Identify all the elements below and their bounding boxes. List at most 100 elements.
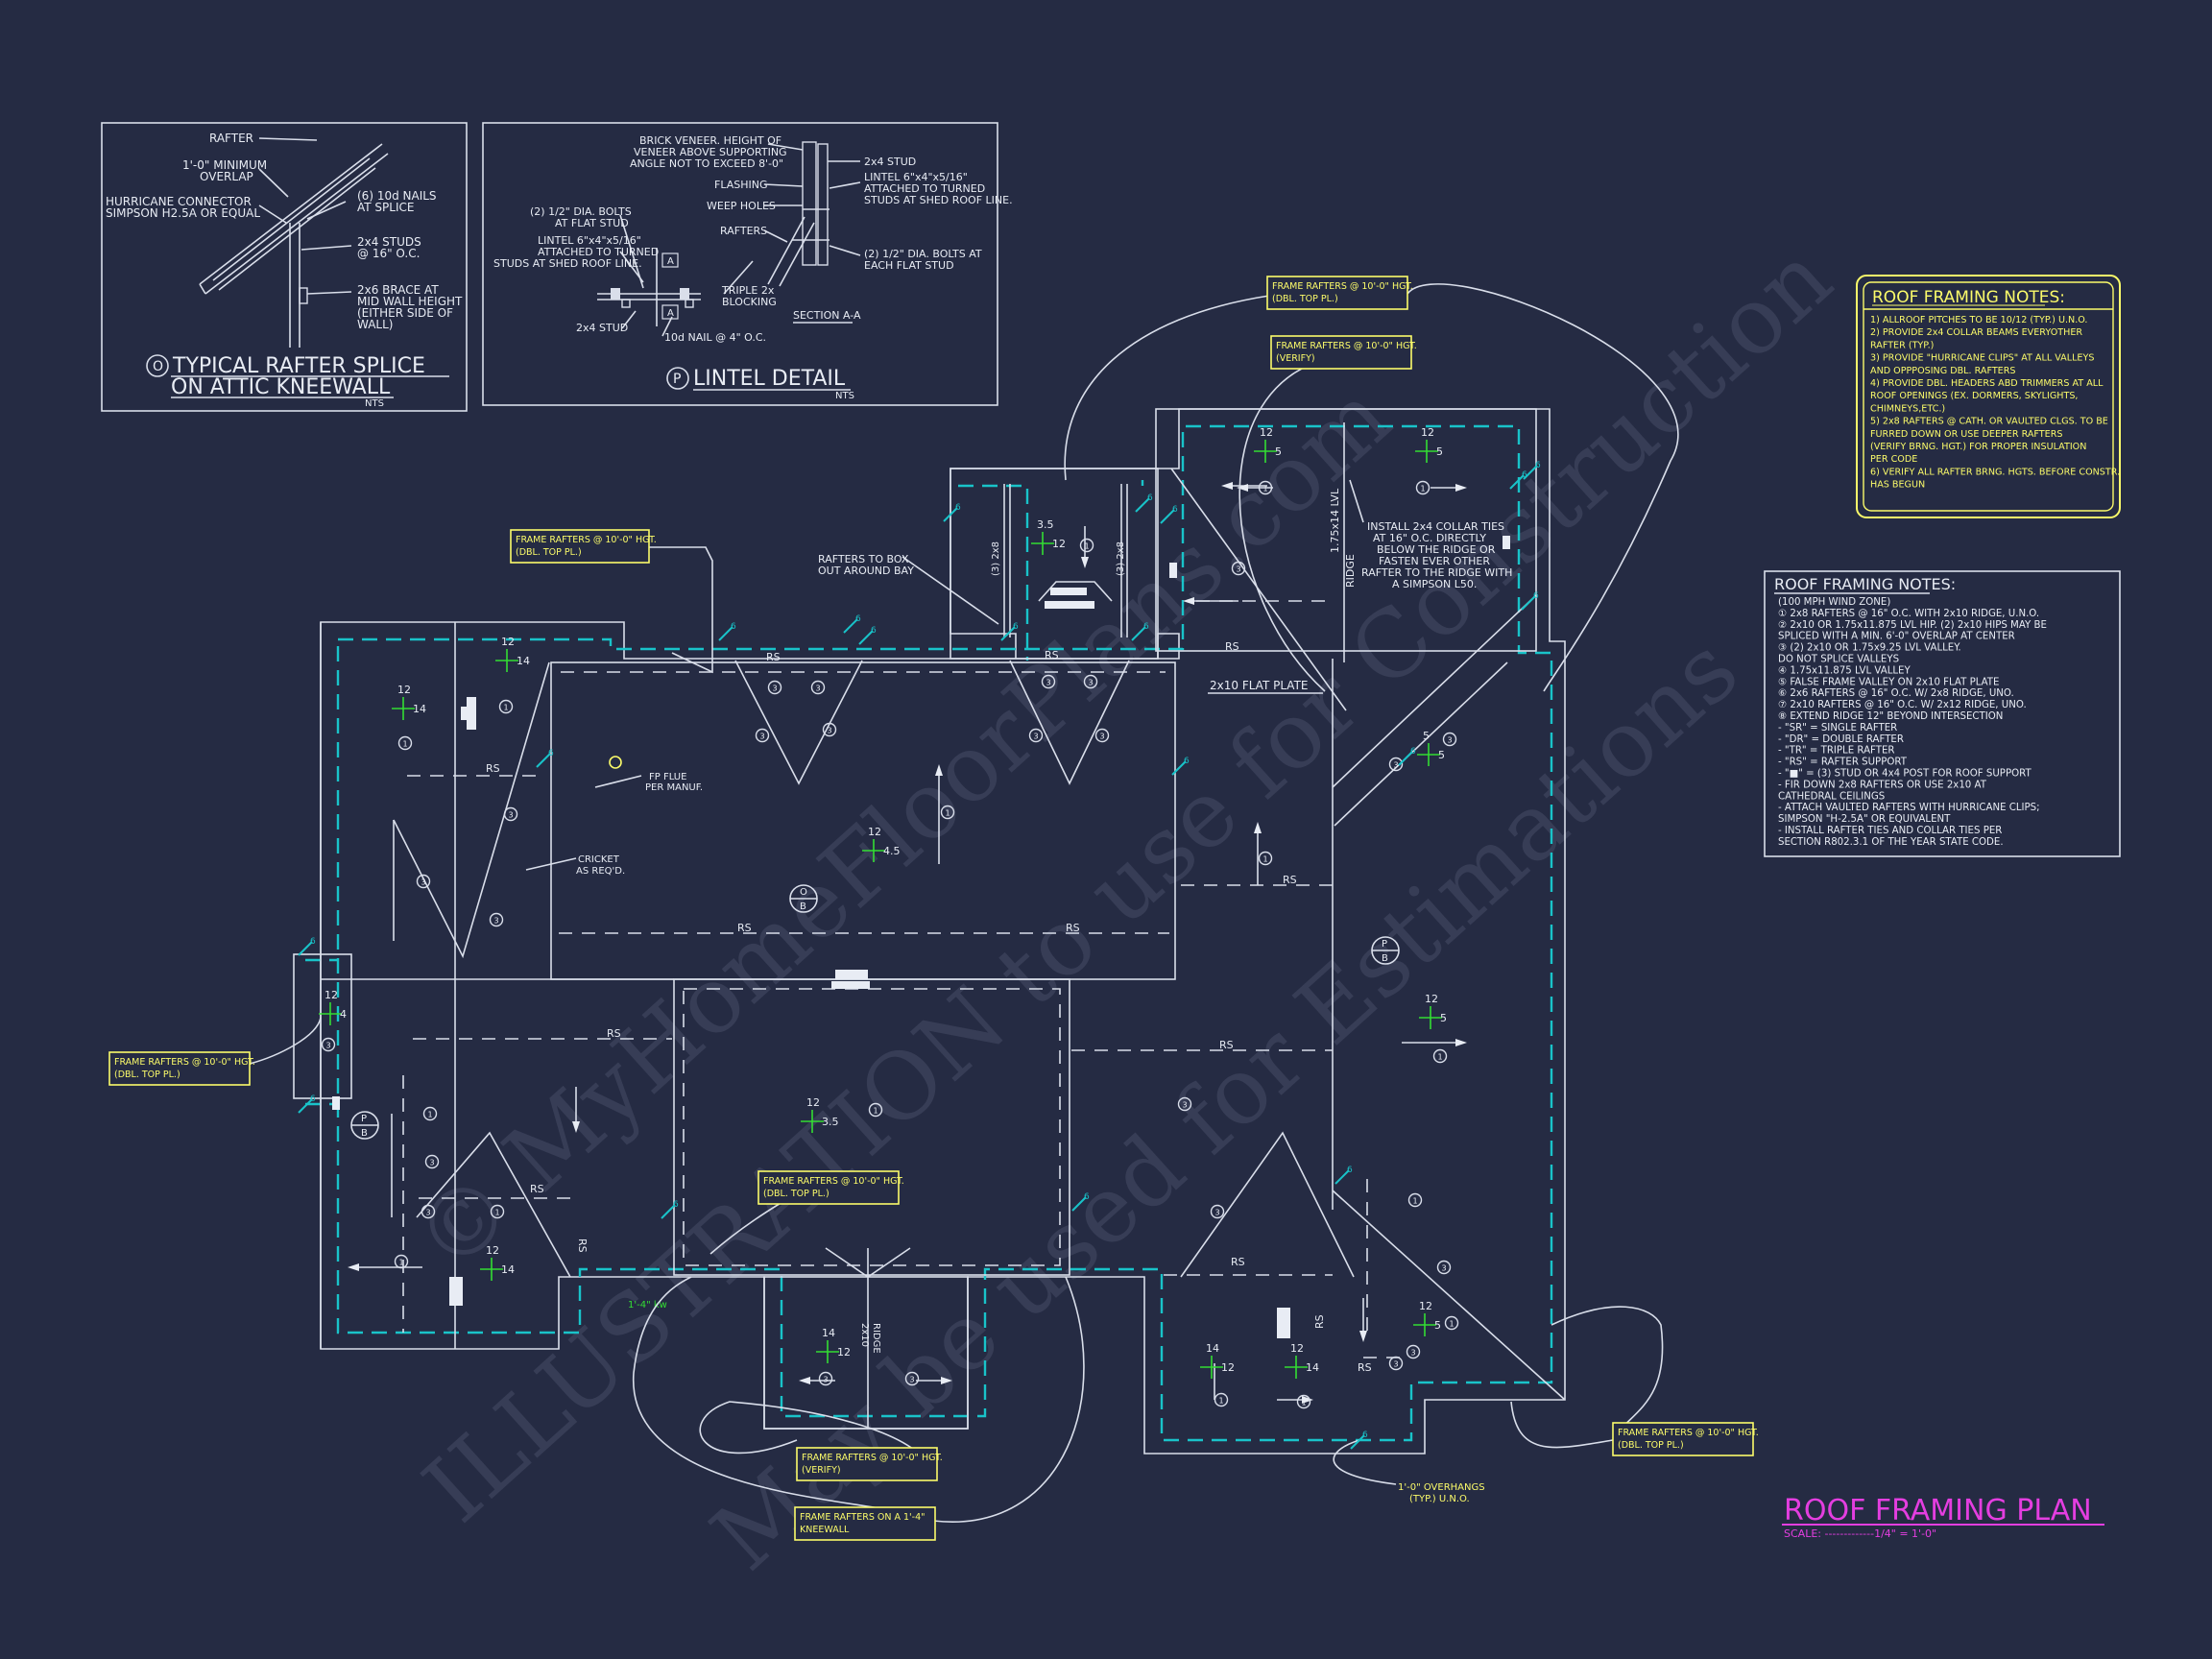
- rs-label: RS: [1066, 922, 1080, 934]
- callout-box: [796, 1447, 938, 1481]
- rs-label: RS: [766, 651, 781, 663]
- plan-mark-circle: [1214, 1392, 1229, 1407]
- rs-label: RS: [1225, 640, 1239, 653]
- splice-brace-label-3: (EITHER SIDE OF: [357, 306, 453, 320]
- plan-mark-number: 3: [1411, 1349, 1416, 1358]
- white-note-line: CATHEDRAL CEILINGS: [1778, 791, 1885, 802]
- yellow-note-line: CHIMNEYS,ETC.): [1870, 403, 1945, 414]
- lintel-flashing-label: FLASHING: [714, 179, 767, 191]
- pitch-rise: 3.5: [1037, 518, 1054, 531]
- bay-3x8-label: (3) 2x8: [991, 541, 1001, 576]
- plan-mark-circle: [1094, 728, 1110, 743]
- pitch-run: 4: [340, 1008, 347, 1021]
- lintel-rlintel-label-2: ATTACHED TO TURNED: [864, 182, 985, 195]
- plan-mark-circle: [822, 722, 837, 737]
- plan-mark-number: 1: [1263, 485, 1268, 493]
- clip-mark-number: 6: [1522, 470, 1527, 480]
- clip-mark-number: 6: [1184, 757, 1190, 766]
- rafter-direction-arrows: [348, 482, 1467, 1404]
- lintel-blocking-label-2: BLOCKING: [722, 296, 777, 308]
- rs-label: RS: [607, 1027, 621, 1040]
- plan-mark-circle: [1210, 1204, 1225, 1219]
- white-note-line: - FIR DOWN 2x8 RAFTERS OR USE 2x10 AT: [1778, 780, 1987, 790]
- plan-mark-number: 3: [1442, 1264, 1447, 1273]
- pitch-run: 12: [1052, 538, 1066, 550]
- callout-line: (VERIFY): [802, 1465, 841, 1476]
- plan-mark-number: 3: [816, 685, 821, 693]
- clip-mark-number: 6: [1172, 505, 1178, 515]
- pitch-rise: 12: [1260, 426, 1273, 439]
- plan-mark-number: 1: [946, 809, 950, 818]
- white-note-line: ⑧ EXTEND RIDGE 12" BEYOND INTERSECTION: [1778, 711, 2003, 722]
- flat-plate-label: 2x10 FLAT PLATE: [1210, 679, 1309, 692]
- white-note-line: ② 2x10 OR 1.75x11.875 LVL HIP. (2) 2x10 …: [1778, 620, 2047, 631]
- plan-mark-number: 3: [1089, 679, 1094, 687]
- collar-ties-label-6: A SIMPSON L50.: [1392, 578, 1477, 590]
- pitch-run: 14: [501, 1263, 515, 1276]
- callout-line: (DBL. TOP PL.): [1272, 294, 1338, 304]
- yellow-notes-list: 1) ALLROOF PITCHES TO BE 10/12 (TYP.) U.…: [1870, 315, 2120, 491]
- clip-mark-number: 6: [310, 1094, 316, 1104]
- plan-mark-circle: [489, 912, 504, 927]
- plan-mark-number: 1: [495, 1209, 500, 1217]
- plan-mark-circle: [421, 1204, 436, 1219]
- clip-mark-number: 6: [1535, 461, 1541, 470]
- plan-mark-circle: [1258, 851, 1273, 866]
- cricket-label-2: AS REQ'D.: [576, 866, 625, 877]
- pitch-rise: 12: [397, 684, 411, 696]
- lintel-rlintel-label: LINTEL 6"x4"x5/16": [864, 171, 968, 183]
- collar-ties-label: INSTALL 2x4 COLLAR TIES: [1367, 520, 1504, 533]
- plan-labels: RAFTERS TO BOX OUT AROUND BAY INSTALL 2x…: [350, 479, 1512, 1504]
- lintel-bolts-label: (2) 1/2" DIA. BOLTS: [530, 205, 632, 218]
- lintel-nail-label: 10d NAIL @ 4" O.C.: [664, 331, 766, 344]
- yellow-note-line: (VERIFY BRNG. HGT.) FOR PROPER INSULATIO…: [1870, 442, 2086, 452]
- splice-overlap-label-2: OVERLAP: [200, 170, 253, 183]
- clip-mark-number: 6: [1533, 591, 1539, 601]
- plan-mark-number: 1: [1219, 1397, 1224, 1406]
- callout-line: FRAME RAFTERS @ 10'-0" HGT.: [114, 1057, 255, 1068]
- splice-studs-label: 2x4 STUDS: [357, 235, 421, 249]
- clip-mark-number: 6: [548, 749, 554, 758]
- yellow-note-line: ROOF OPENINGS (EX. DORMERS, SKYLIGHTS,: [1870, 391, 2079, 401]
- lintel-rstud-label: 2x4 STUD: [864, 156, 916, 168]
- plan-mark-circle: [1407, 1192, 1423, 1208]
- callout-box: [794, 1506, 936, 1541]
- white-note-line: DO NOT SPLICE VALLEYS: [1778, 655, 1899, 665]
- callout-line: (DBL. TOP PL.): [516, 547, 582, 558]
- plan-mark-number: 3: [1394, 1360, 1399, 1369]
- pitch-rise: 5: [1423, 730, 1430, 742]
- plan-mark-number: 3: [760, 733, 765, 741]
- splice-nails-label: (6) 10d NAILS: [357, 189, 437, 203]
- plan-mark-circle: [1444, 1315, 1459, 1331]
- lintel-tag-circle: [666, 367, 689, 390]
- plan-mark-circle: [1177, 1096, 1192, 1112]
- rs-label: RS: [1045, 649, 1059, 661]
- plan-mark-circle: [397, 735, 413, 751]
- clip-mark-number: 6: [1362, 1431, 1368, 1440]
- ridge-2x10-label: 2x10: [859, 1323, 870, 1347]
- rs-label: RS: [1358, 1361, 1372, 1374]
- roof-notes-yellow: ROOF FRAMING NOTES: 1) ALLROOF PITCHES T…: [1856, 275, 2121, 518]
- pitch-run: 5: [1436, 445, 1443, 458]
- yellow-notes-title: ROOF FRAMING NOTES:: [1872, 288, 2065, 307]
- overhang-label: 1'-0" OVERHANGS: [1398, 1482, 1485, 1493]
- pitch-rise: 12: [501, 636, 515, 648]
- yellow-note-line: 3) PROVIDE "HURRICANE CLIPS" AT ALL VALL…: [1870, 353, 2094, 364]
- splice-brace-label: 2x6 BRACE AT: [357, 283, 439, 297]
- rs-label: RS: [486, 762, 500, 775]
- section-tag-p-sheet: B: [1382, 953, 1388, 964]
- cricket-label: CRICKET: [578, 854, 620, 865]
- callouts: FRAME RAFTERS @ 10'-0" HGT. (DBL. TOP PL.…: [108, 276, 1759, 1541]
- yellow-note-line: RAFTER (TYP.): [1870, 340, 1934, 350]
- plan-mark-number: 3: [1046, 679, 1051, 687]
- lintel-stud-label: 2x4 STUD: [576, 322, 628, 334]
- lintel-bolts-label-2: AT FLAT STUD: [555, 217, 629, 229]
- rs-label: RS: [1283, 874, 1297, 886]
- plan-mark-number: 1: [1263, 855, 1268, 864]
- lintel-brick-label-3: ANGLE NOT TO EXCEED 8'-0": [630, 157, 783, 170]
- white-note-line: - "■" = (3) STUD OR 4x4 POST FOR ROOF SU…: [1778, 769, 2032, 780]
- white-note-line: (100 MPH WIND ZONE): [1778, 597, 1890, 608]
- splice-title: TYPICAL RAFTER SPLICE: [172, 354, 425, 378]
